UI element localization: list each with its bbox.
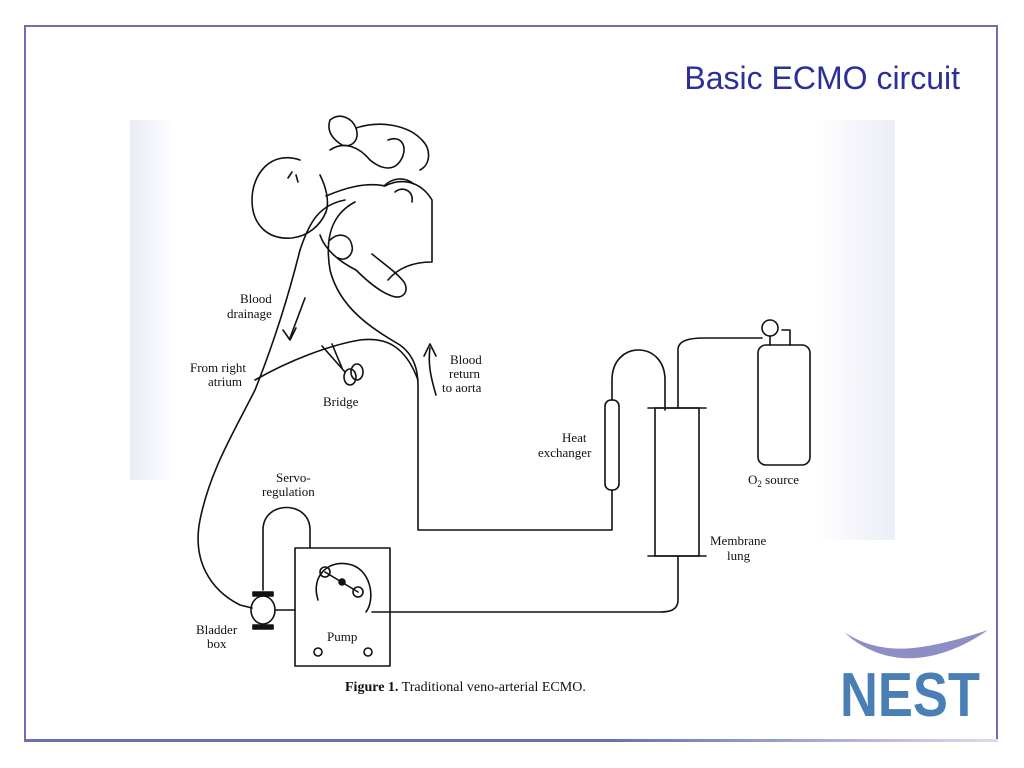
drainage-cannula — [197, 199, 346, 609]
label-pump: Pump — [327, 629, 357, 644]
label-servo-1: Servo- — [276, 470, 311, 485]
label-servo-2: regulation — [262, 484, 315, 499]
bottom-rule — [24, 739, 998, 742]
membrane-lung — [654, 407, 700, 557]
label-blood-return-1: Blood — [450, 352, 482, 367]
logo-text: NEST — [840, 661, 980, 730]
label-bladder-box-1: Bladder — [196, 622, 238, 637]
bridge-tubing — [254, 338, 419, 381]
label-o2-source: O2 source — [748, 472, 799, 489]
label-blood-return-3: to aorta — [442, 380, 482, 395]
pump-box — [294, 547, 391, 667]
label-membrane-lung-2: lung — [727, 548, 751, 563]
label-bridge: Bridge — [323, 394, 359, 409]
label-from-right-atrium-1: From right — [190, 360, 246, 375]
heat-exchanger-loop — [611, 349, 666, 411]
o2-cylinder — [757, 344, 811, 466]
figure-caption: Figure 1. Traditional veno-arterial ECMO… — [345, 680, 586, 695]
return-arrow — [428, 347, 437, 396]
gas-line — [677, 337, 763, 409]
label-bladder-box-2: box — [207, 636, 227, 651]
logo-swoosh-icon — [844, 630, 988, 659]
heat-exchanger — [604, 399, 620, 491]
slide-title: Basic ECMO circuit — [684, 60, 960, 96]
bladder-box — [250, 591, 276, 630]
diagram-labels: Blood drainage From right atrium Bridge … — [190, 291, 799, 651]
decorative-band-right — [815, 120, 895, 540]
label-blood-return-2: return — [449, 366, 481, 381]
label-from-right-atrium-2: atrium — [208, 374, 242, 389]
nest-logo: NEST — [840, 630, 988, 730]
return-cannula — [327, 201, 613, 531]
label-blood-drainage-2: drainage — [227, 306, 272, 321]
label-heat-exchanger-1: Heat — [562, 430, 587, 445]
label-membrane-lung-1: Membrane — [710, 533, 767, 548]
bridge-clamp-icon — [321, 343, 364, 386]
drainage-arrow — [289, 297, 306, 339]
decorative-band-left — [130, 120, 176, 480]
label-heat-exchanger-2: exchanger — [538, 445, 592, 460]
oxygenated-line — [371, 555, 679, 613]
infant-illustration — [251, 115, 433, 298]
servo-regulation-loop — [262, 506, 311, 591]
label-blood-drainage-1: Blood — [240, 291, 272, 306]
